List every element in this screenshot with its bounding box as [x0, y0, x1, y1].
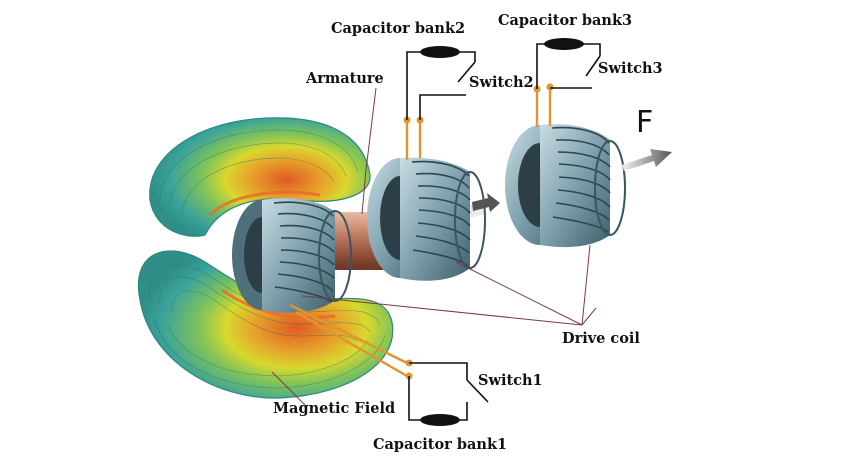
label-switch2: Switch2 — [469, 74, 534, 91]
circuit-3 — [536, 43, 601, 89]
drive-coil-3 — [505, 124, 626, 248]
label-magnetic-field: Magnetic Field — [273, 400, 396, 417]
drive-coil-1 — [232, 198, 352, 313]
capacitor-bank3-symbol — [544, 38, 584, 50]
magnetic-field-shape — [137, 117, 394, 399]
label-capacitor-bank2: Capacitor bank2 — [331, 20, 466, 37]
circuit-2 — [406, 51, 476, 120]
label-drive-coil: Drive coil — [562, 330, 640, 347]
label-armature: Armature — [306, 70, 384, 87]
label-switch1: Switch1 — [478, 372, 543, 389]
leader-lines — [271, 87, 597, 406]
capacitor-bank1-symbol — [420, 414, 460, 426]
label-capacitor-bank1: Capacitor bank1 — [373, 436, 508, 453]
label-capacitor-bank3: Capacitor bank3 — [498, 12, 633, 29]
lead-wires — [289, 87, 552, 378]
label-force: F — [636, 105, 654, 140]
force-arrow — [622, 149, 672, 171]
motion-arrow — [472, 193, 500, 212]
circuit-1 — [408, 362, 489, 421]
capacitor-bank2-symbol — [420, 46, 460, 58]
drive-coil-2 — [367, 157, 486, 281]
label-switch3: Switch3 — [598, 60, 663, 77]
